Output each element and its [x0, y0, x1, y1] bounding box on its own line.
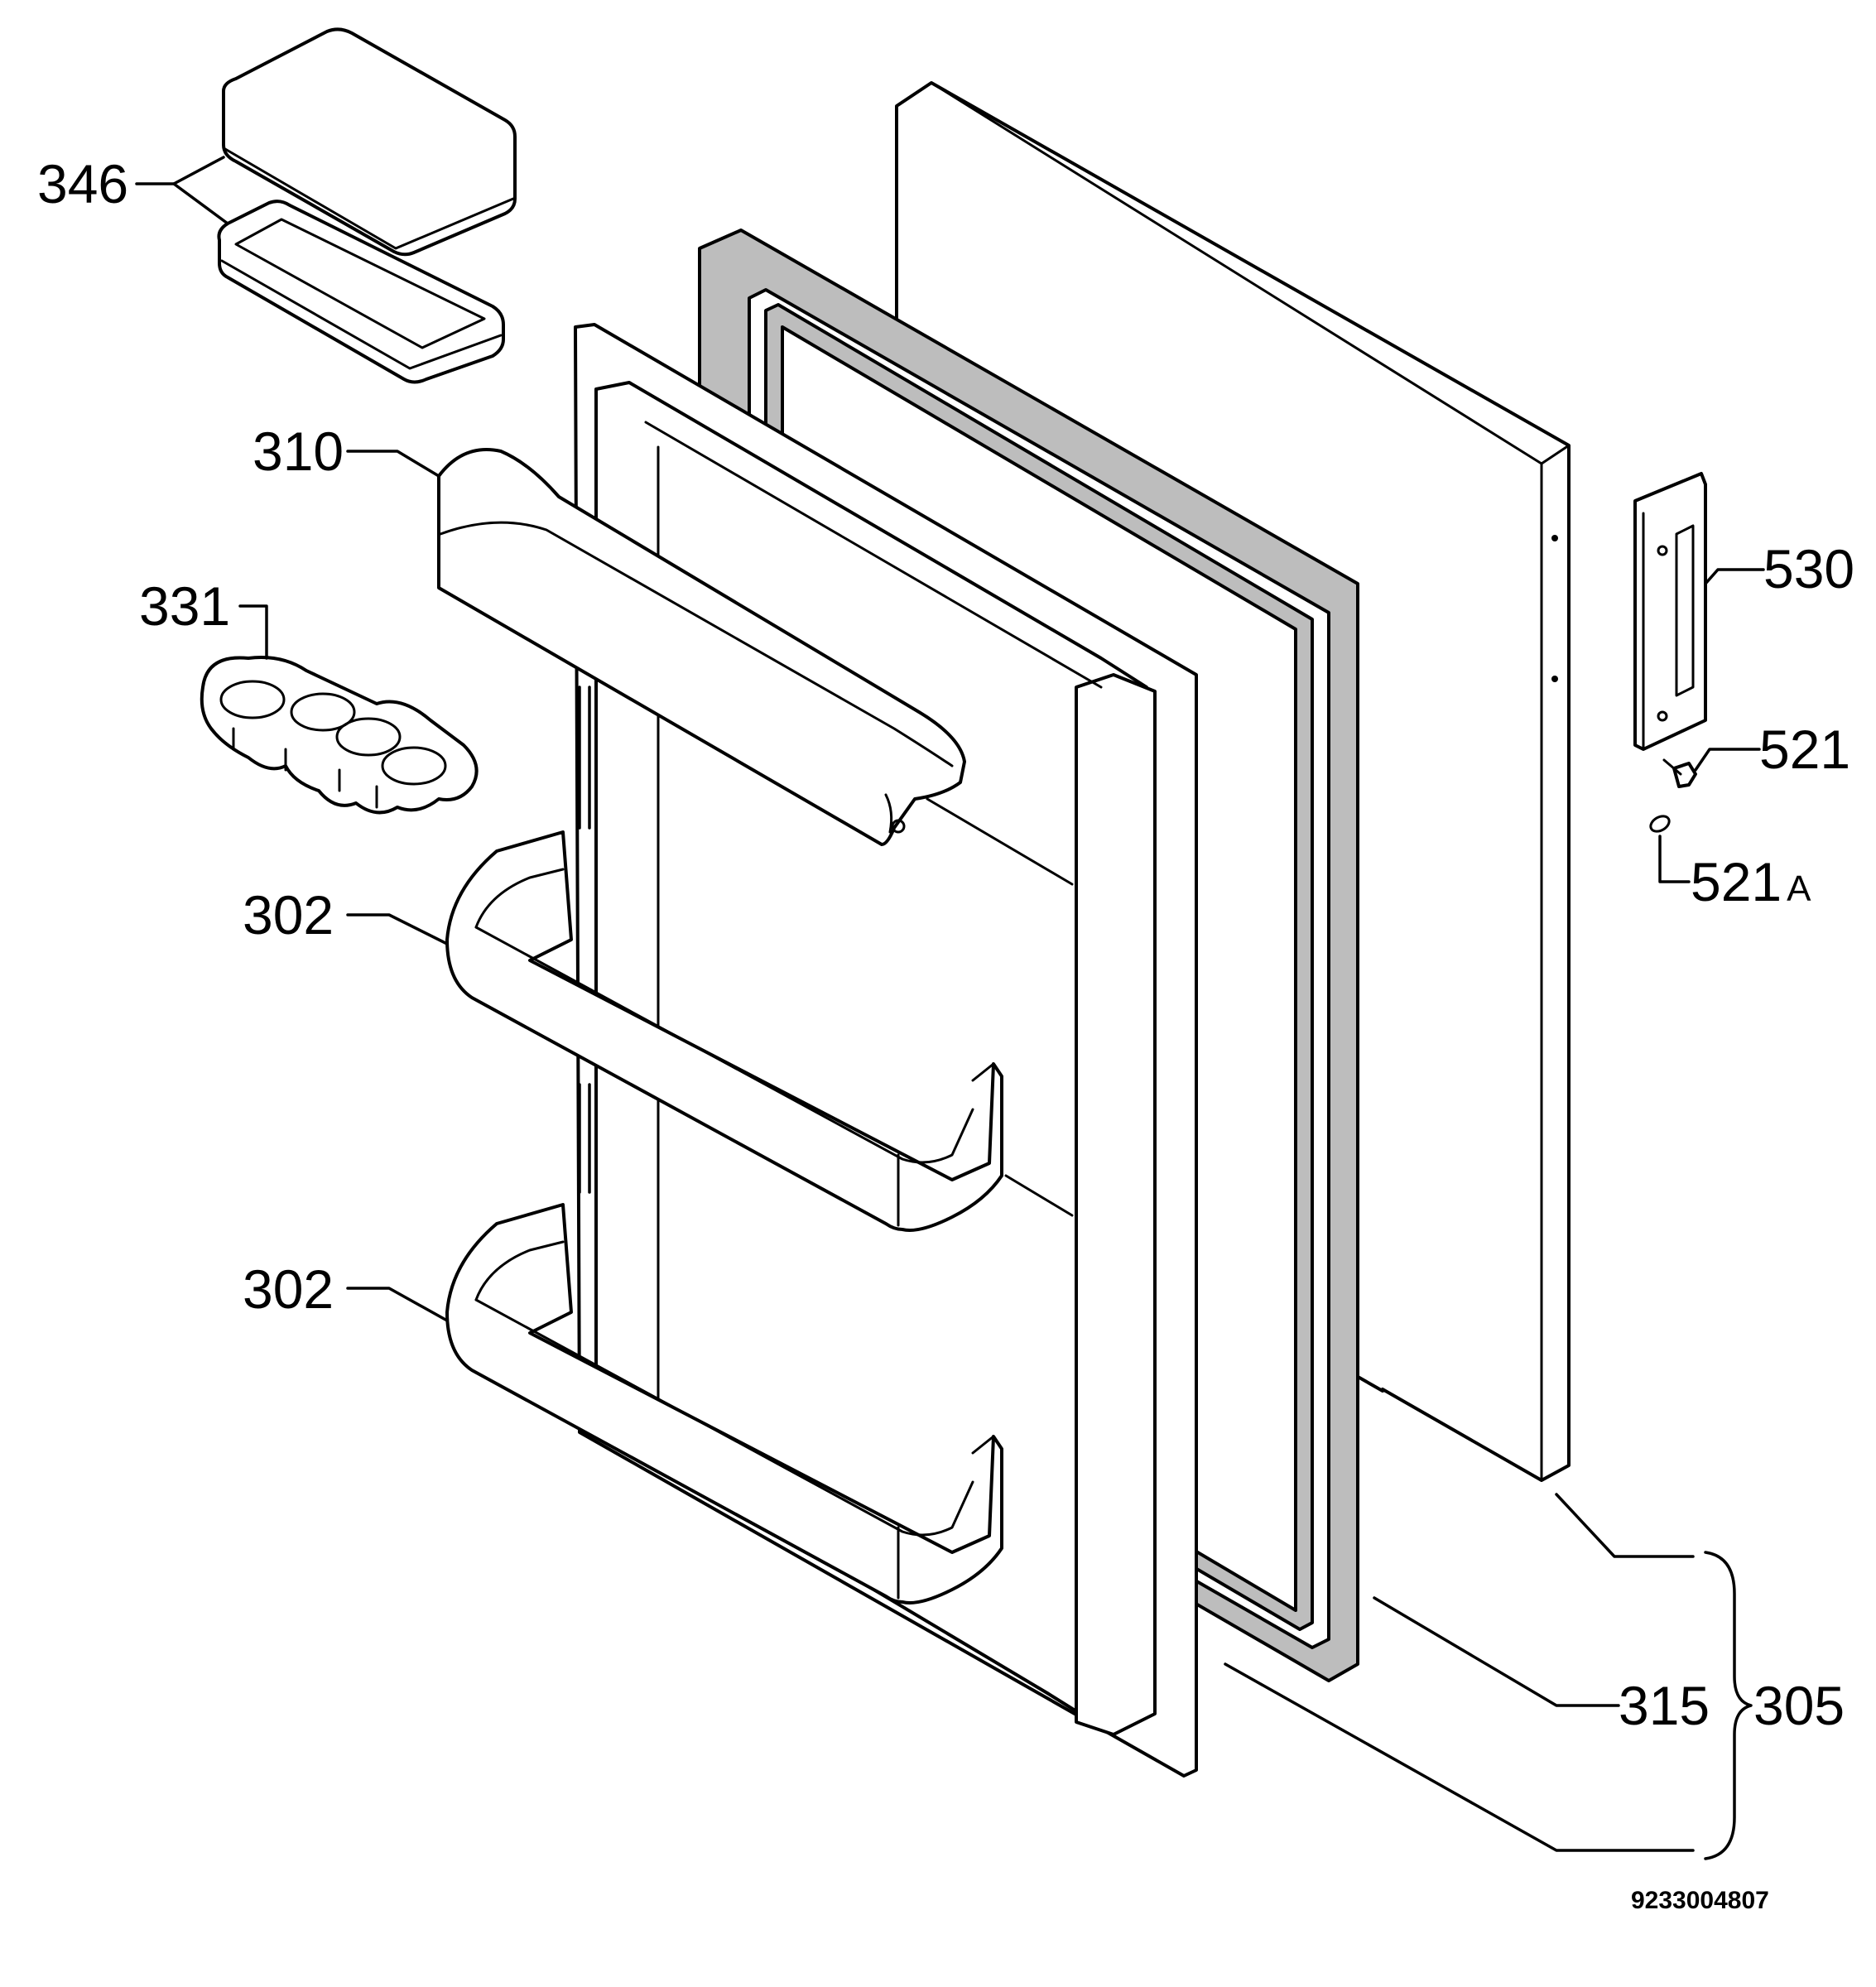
part-label-315: 315	[1619, 1675, 1710, 1736]
part-label-521: 521	[1759, 719, 1850, 780]
part-label-302-lower: 302	[243, 1258, 334, 1320]
door-shelf-cover-icon	[437, 448, 966, 846]
part-label-346: 346	[37, 153, 128, 214]
door-shelf-lower-icon	[445, 1203, 1003, 1605]
washer-icon	[1649, 815, 1671, 833]
door-assembly-bracket-icon	[1704, 1551, 1753, 1860]
part-label-521a-number: 521	[1691, 851, 1782, 912]
part-label-530: 530	[1763, 538, 1854, 599]
screw-icon	[1662, 758, 1697, 788]
part-label-310: 310	[253, 421, 344, 482]
door-hinge-bracket-icon	[1633, 472, 1707, 751]
part-label-331: 331	[139, 575, 230, 637]
part-label-305: 305	[1753, 1675, 1845, 1736]
dairy-compartment-lid-and-tray-icon	[217, 27, 517, 384]
door-shelf-upper-icon	[445, 830, 1003, 1232]
leader-lines	[135, 156, 1765, 1852]
part-label-521a-suffix: A	[1787, 868, 1811, 909]
part-label-302-upper: 302	[243, 884, 334, 945]
drawing-number: 9233004807	[1631, 1887, 1769, 1914]
egg-tray-icon	[200, 656, 479, 815]
